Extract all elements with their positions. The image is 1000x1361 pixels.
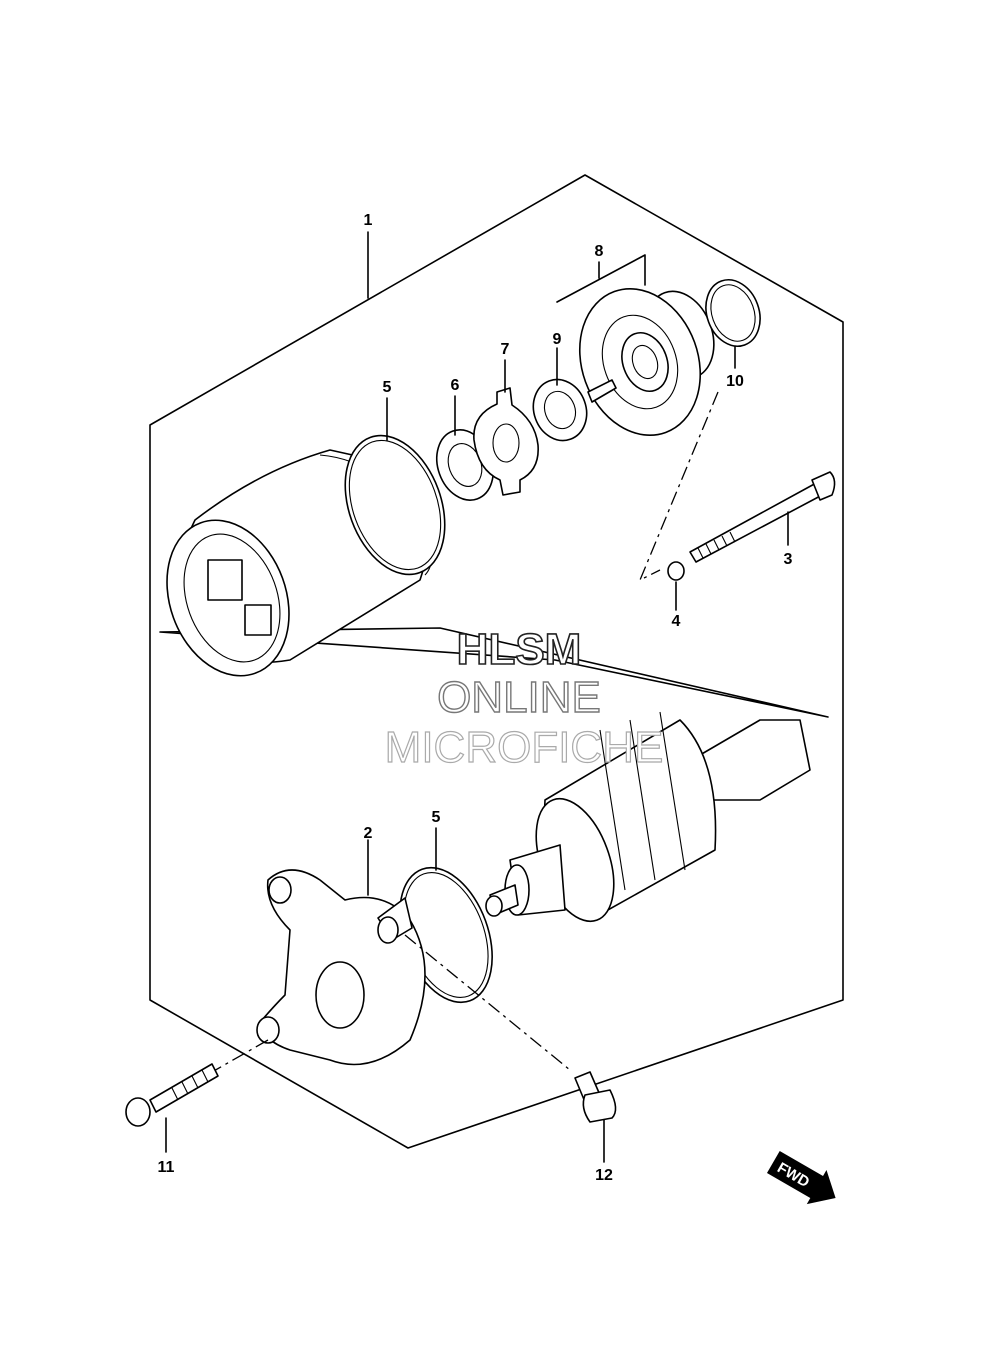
bolt-washer — [667, 561, 685, 581]
yoke-housing — [166, 449, 432, 677]
leader-terminal-screw — [404, 934, 571, 1071]
lock-plate — [473, 387, 539, 496]
flange-bolt — [125, 1063, 219, 1127]
label-part-9: 9 — [553, 331, 562, 348]
leader-flange-bolt — [211, 1039, 269, 1073]
label-part-8: 8 — [595, 243, 604, 260]
label-part-2: 2 — [364, 825, 373, 842]
guide-line — [159, 627, 829, 718]
assembly-outline — [149, 174, 844, 1149]
label-part-5-upper: 5 — [383, 379, 392, 396]
end-frame — [256, 869, 426, 1066]
label-part-10: 10 — [726, 373, 744, 390]
label-part-12: 12 — [595, 1167, 613, 1184]
watermark-line-1: HLSM — [457, 625, 582, 674]
through-bolt — [689, 471, 836, 563]
o-ring-bracket — [705, 279, 761, 347]
label-part-4: 4 — [672, 613, 681, 630]
label-part-3: 3 — [784, 551, 793, 568]
label-part-5-lower: 5 — [432, 809, 441, 826]
label-part-11: 11 — [158, 1159, 175, 1176]
watermark-line-3: MICROFICHE — [385, 723, 664, 772]
leader-bracket-bolt — [638, 391, 719, 582]
label-part-6: 6 — [451, 377, 460, 394]
fwd-arrow-icon: FWD — [766, 1150, 836, 1205]
watermark-line-2: ONLINE — [437, 673, 601, 722]
label-part-7: 7 — [501, 341, 510, 358]
terminal-screw — [574, 1071, 617, 1123]
armature — [485, 711, 811, 923]
o-ring-upper — [344, 434, 446, 576]
oil-seal — [532, 378, 588, 442]
label-part-1: 1 — [364, 212, 373, 229]
leader-8 — [556, 254, 646, 303]
